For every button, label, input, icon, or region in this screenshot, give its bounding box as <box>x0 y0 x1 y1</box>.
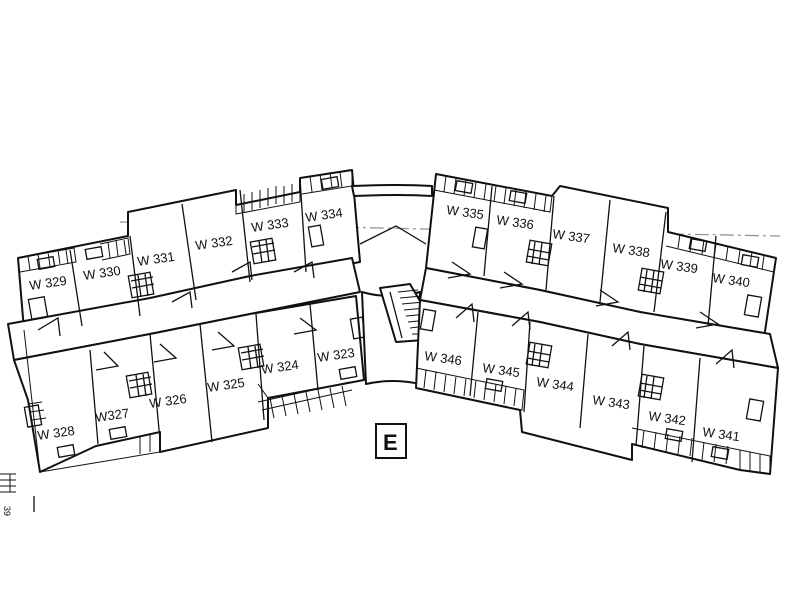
edge-number: 39 <box>2 506 12 516</box>
unit-label: W 328 <box>36 423 75 443</box>
unit-labels: W 329 W 330 W 331 W 332 W 333 W 334 W 33… <box>28 202 751 444</box>
unit-label: W 329 <box>28 273 67 293</box>
unit-label: W327 <box>94 405 130 425</box>
unit-label: W 339 <box>660 256 699 276</box>
unit-label: W 325 <box>206 375 245 395</box>
unit-label: W 336 <box>496 212 535 232</box>
unit-label: W 344 <box>536 374 575 394</box>
unit-label: W 335 <box>446 202 485 222</box>
unit-label: W 326 <box>148 391 187 411</box>
edge-fragment: 39 <box>0 473 35 516</box>
unit-label: W 331 <box>136 249 175 269</box>
unit-label: W 334 <box>304 205 343 225</box>
unit-label: W 323 <box>316 345 355 365</box>
left-wing <box>7 169 367 473</box>
unit-label: W 341 <box>702 424 741 444</box>
unit-label: W 333 <box>250 215 289 235</box>
unit-label: W 340 <box>712 270 751 290</box>
wing-label-box: E <box>375 423 407 459</box>
central-link <box>351 184 433 385</box>
unit-label: W 338 <box>612 240 651 260</box>
unit-label: W 324 <box>260 357 299 377</box>
right-wing <box>415 173 779 475</box>
unit-label: W 330 <box>82 263 121 283</box>
unit-label: W 337 <box>552 226 591 246</box>
unit-label: W 343 <box>592 392 631 412</box>
unit-label: W 332 <box>194 233 233 253</box>
unit-label: W 345 <box>482 360 521 380</box>
link-roof-north <box>351 184 433 197</box>
unit-label: W 346 <box>424 348 463 368</box>
wing-label: E <box>383 430 398 455</box>
unit-label: W 342 <box>648 408 687 428</box>
